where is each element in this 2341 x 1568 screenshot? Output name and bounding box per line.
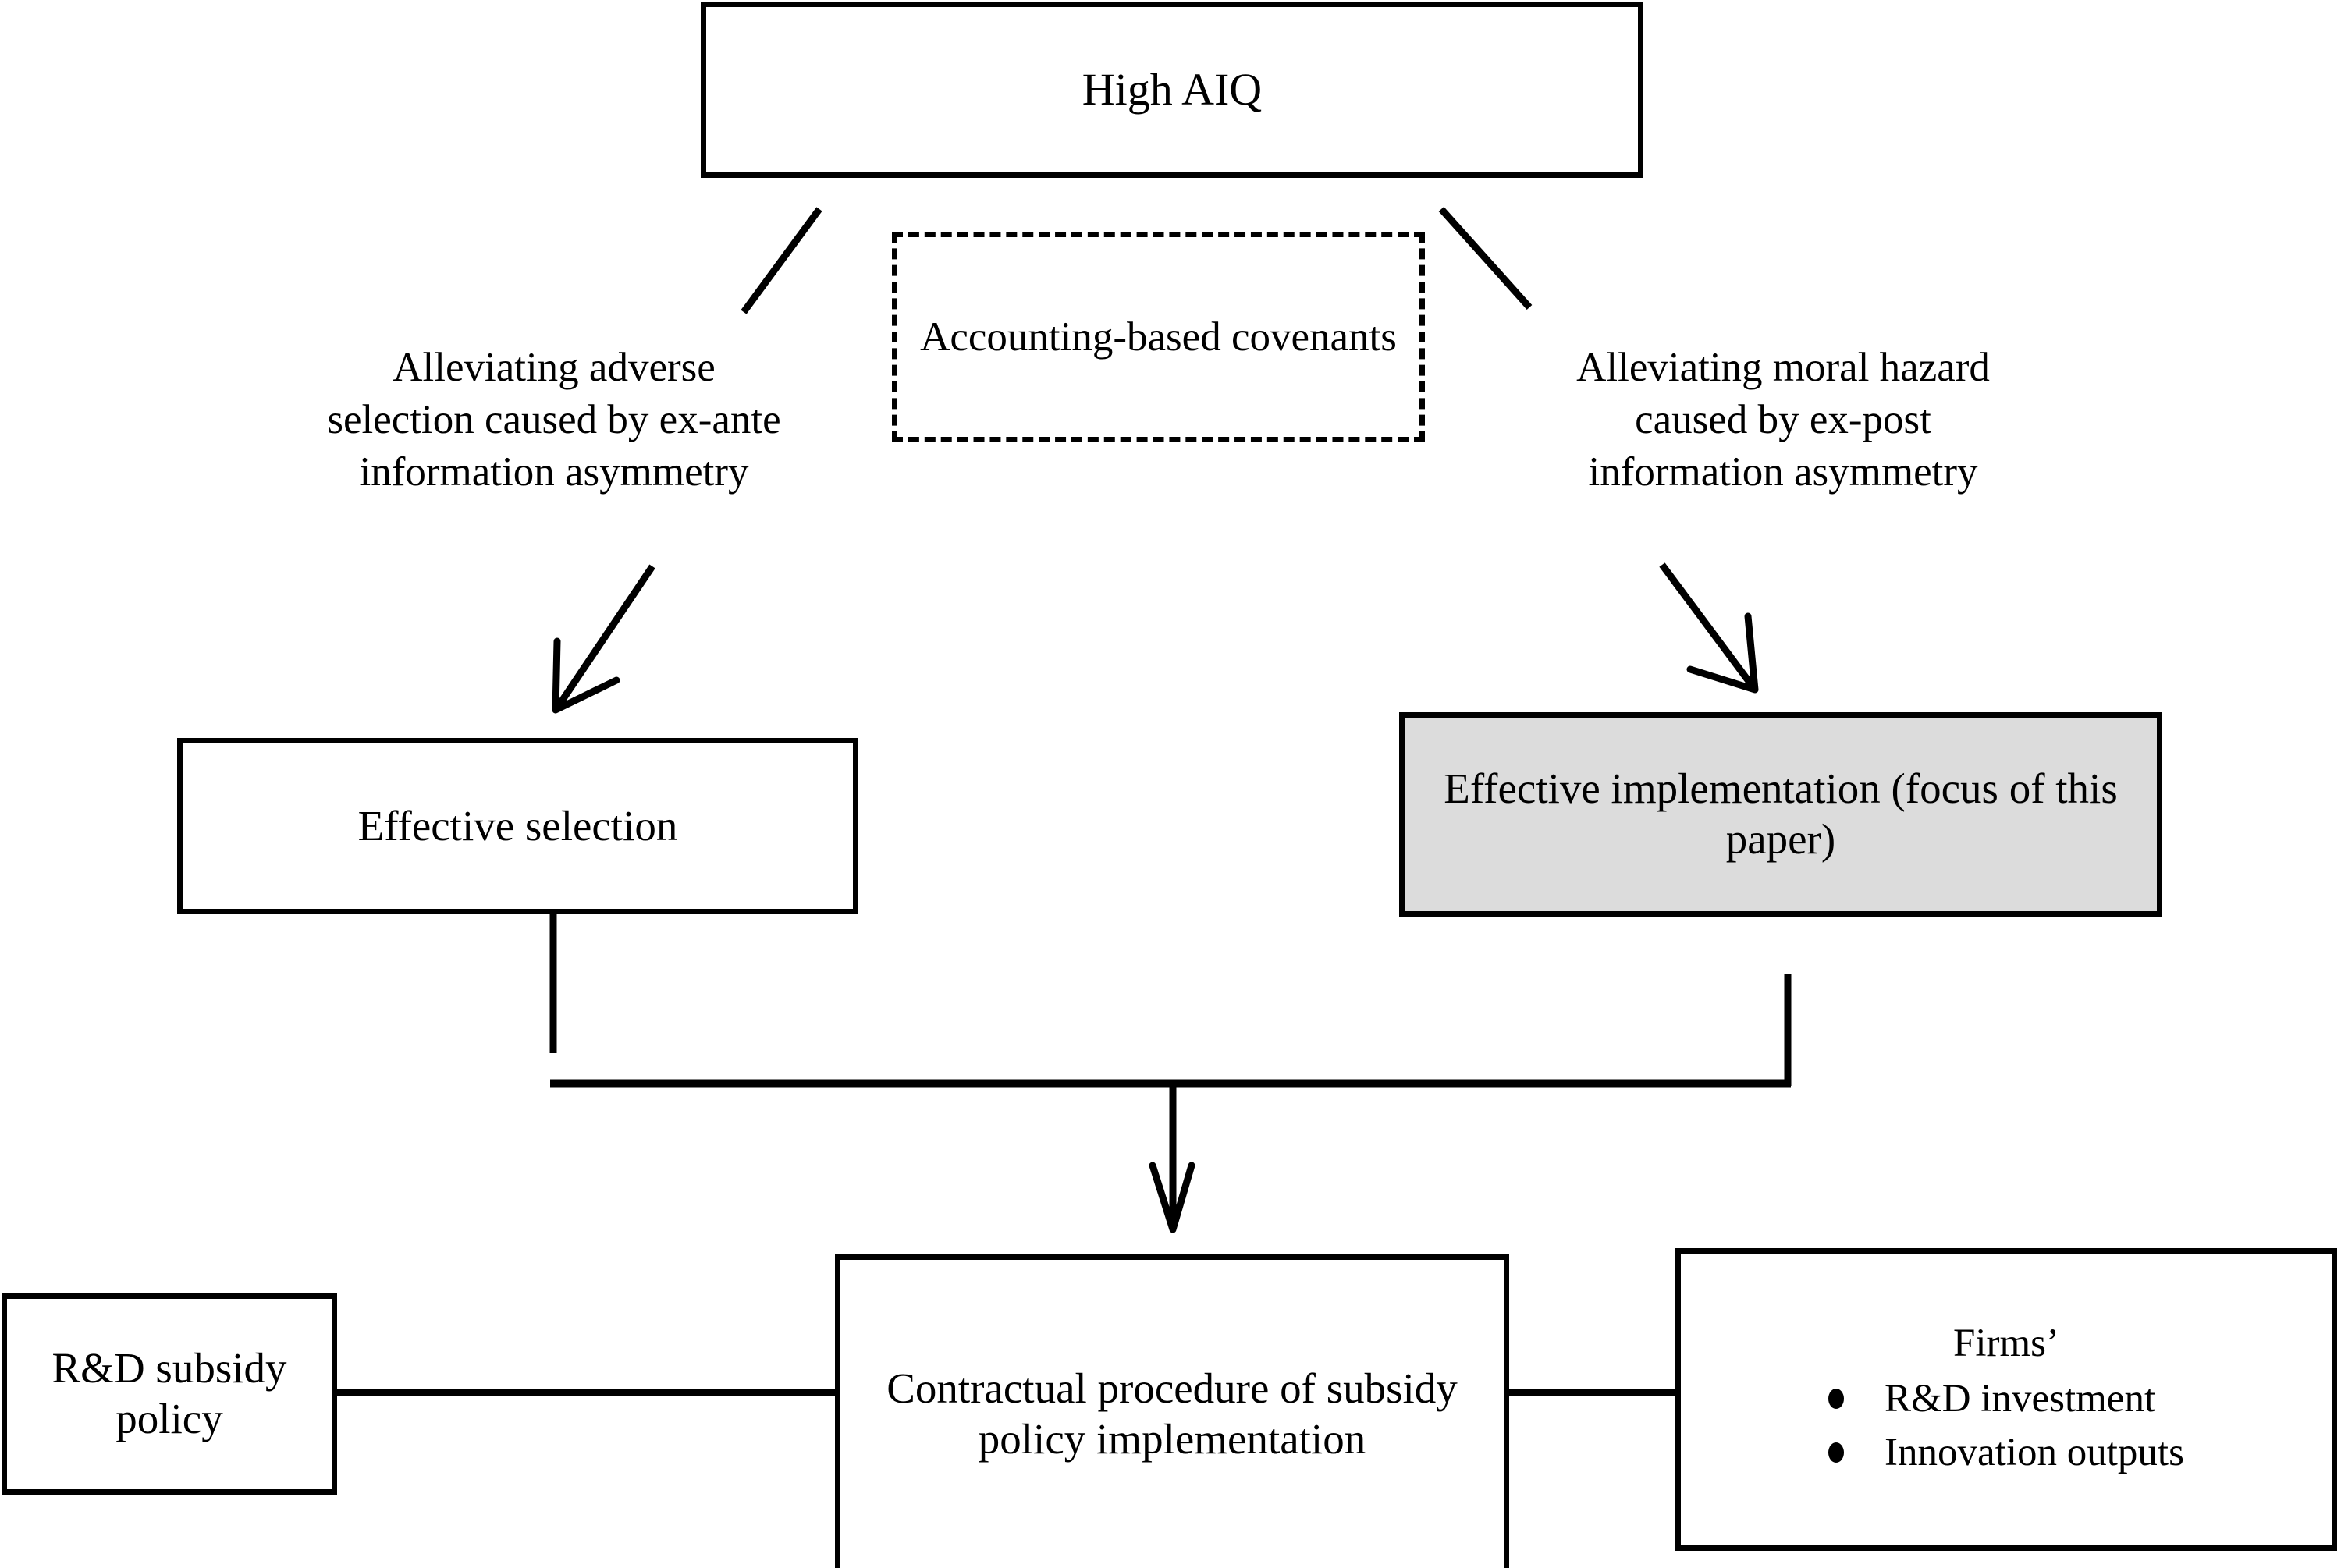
bullet-dot-icon <box>1828 1442 1845 1463</box>
arrow-merge-to-contractual-head <box>1149 1162 1195 1233</box>
firms-outcomes-list: R&D investment Innovation outputs <box>1828 1372 2184 1480</box>
node-firms-outcomes: Firms’ R&D investment Innovation outputs <box>1675 1248 2337 1551</box>
arrow-right-branch-to-implementation-shaft <box>1659 562 1756 689</box>
node-accounting-based-covenants-label: Accounting-based covenants <box>920 314 1397 360</box>
list-item-label: Innovation outputs <box>1885 1430 2184 1474</box>
list-item: Innovation outputs <box>1828 1426 2184 1480</box>
label-right-branch: Alleviating moral hazard caused by ex-po… <box>1576 345 1990 495</box>
arrow-right-branch-to-implementation-head <box>1686 612 1759 694</box>
node-rd-subsidy-policy-label: R&D subsidy policy <box>52 1344 287 1442</box>
node-effective-selection-label: Effective selection <box>357 801 678 850</box>
node-rd-subsidy-policy: R&D subsidy policy <box>2 1293 337 1495</box>
arrow-left-branch-to-selection-head <box>552 637 620 714</box>
arrow-left-branch-to-selection-shaft <box>555 564 655 709</box>
node-effective-implementation: Effective implementation (focus of this … <box>1399 712 2162 917</box>
node-firms-outcomes-heading: Firms’ <box>1952 1321 2060 1365</box>
connector-top-to-left-branch <box>741 207 822 314</box>
node-high-aiq: High AIQ <box>701 2 1643 178</box>
node-accounting-based-covenants: Accounting-based covenants <box>892 232 1425 442</box>
node-effective-implementation-label: Effective implementation (focus of this … <box>1444 764 2118 863</box>
node-contractual-procedure-label: Contractual procedure of subsidy policy … <box>886 1364 1458 1463</box>
node-high-aiq-label: High AIQ <box>1082 63 1263 115</box>
list-item-label: R&D investment <box>1885 1376 2156 1421</box>
list-item: R&D investment <box>1828 1372 2184 1426</box>
connector-top-to-right-branch <box>1438 206 1533 310</box>
bullet-dot-icon <box>1828 1389 1845 1410</box>
node-effective-selection: Effective selection <box>177 738 858 914</box>
label-left-branch: Alleviating adverse selection caused by … <box>327 345 781 495</box>
node-contractual-procedure: Contractual procedure of subsidy policy … <box>835 1254 1509 1568</box>
